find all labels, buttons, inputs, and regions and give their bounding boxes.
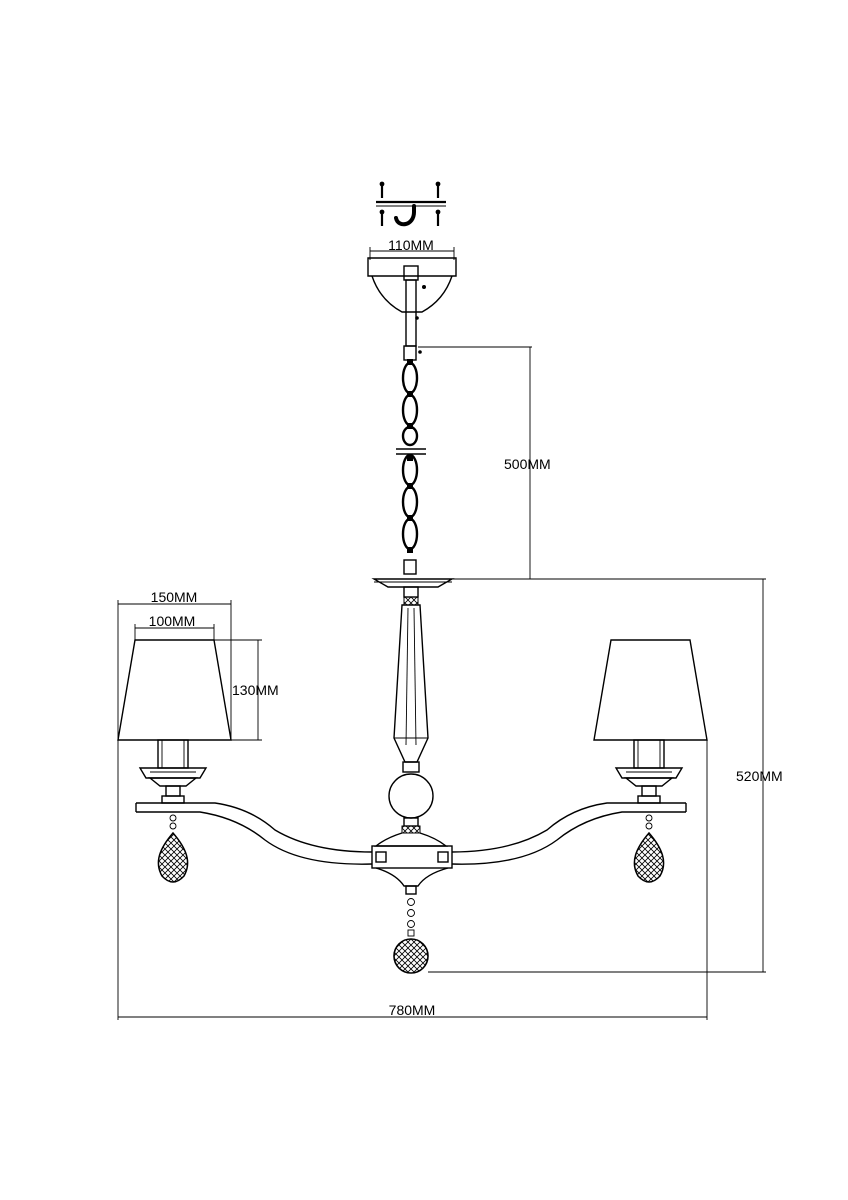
chain-link	[401, 425, 419, 447]
chain-connector	[407, 423, 413, 429]
left-shade	[117, 639, 232, 741]
shade-height-label: 130MM	[232, 682, 279, 698]
canopy-width-label: 110MM	[388, 237, 434, 253]
chain-connector	[407, 391, 413, 397]
chain-length-label: 500MM	[504, 456, 551, 472]
chain-connector	[407, 547, 413, 553]
chain-connector	[407, 515, 413, 521]
screw-icon	[435, 209, 441, 226]
shade-top-inner-label: 100MM	[149, 613, 196, 629]
chain-link	[401, 485, 419, 519]
mounting-hardware	[376, 181, 446, 227]
crystal-drop	[633, 831, 665, 883]
screw-icon	[379, 209, 385, 226]
screw-icon	[379, 181, 385, 198]
total-height-label: 520MM	[736, 768, 783, 784]
chandelier-body	[371, 578, 455, 974]
chain-connector	[407, 483, 413, 489]
canopy	[367, 247, 457, 347]
chain-link	[401, 361, 419, 395]
chain-connector	[407, 455, 413, 461]
total-width-label: 780MM	[389, 1002, 436, 1018]
hook-icon	[394, 204, 416, 227]
chain-connector	[407, 359, 413, 365]
arms	[135, 802, 687, 865]
crystal-drop	[157, 831, 189, 883]
right-shade	[593, 639, 708, 741]
screw-icon	[435, 181, 441, 198]
right-lamp	[593, 639, 708, 883]
chain	[396, 345, 426, 575]
crystal-ball	[393, 938, 429, 974]
chain-link	[401, 393, 419, 427]
shade-top-outer-label: 150MM	[151, 589, 198, 605]
dimension-lines	[117, 346, 766, 1020]
chain-link	[401, 517, 419, 551]
left-lamp	[117, 639, 232, 883]
